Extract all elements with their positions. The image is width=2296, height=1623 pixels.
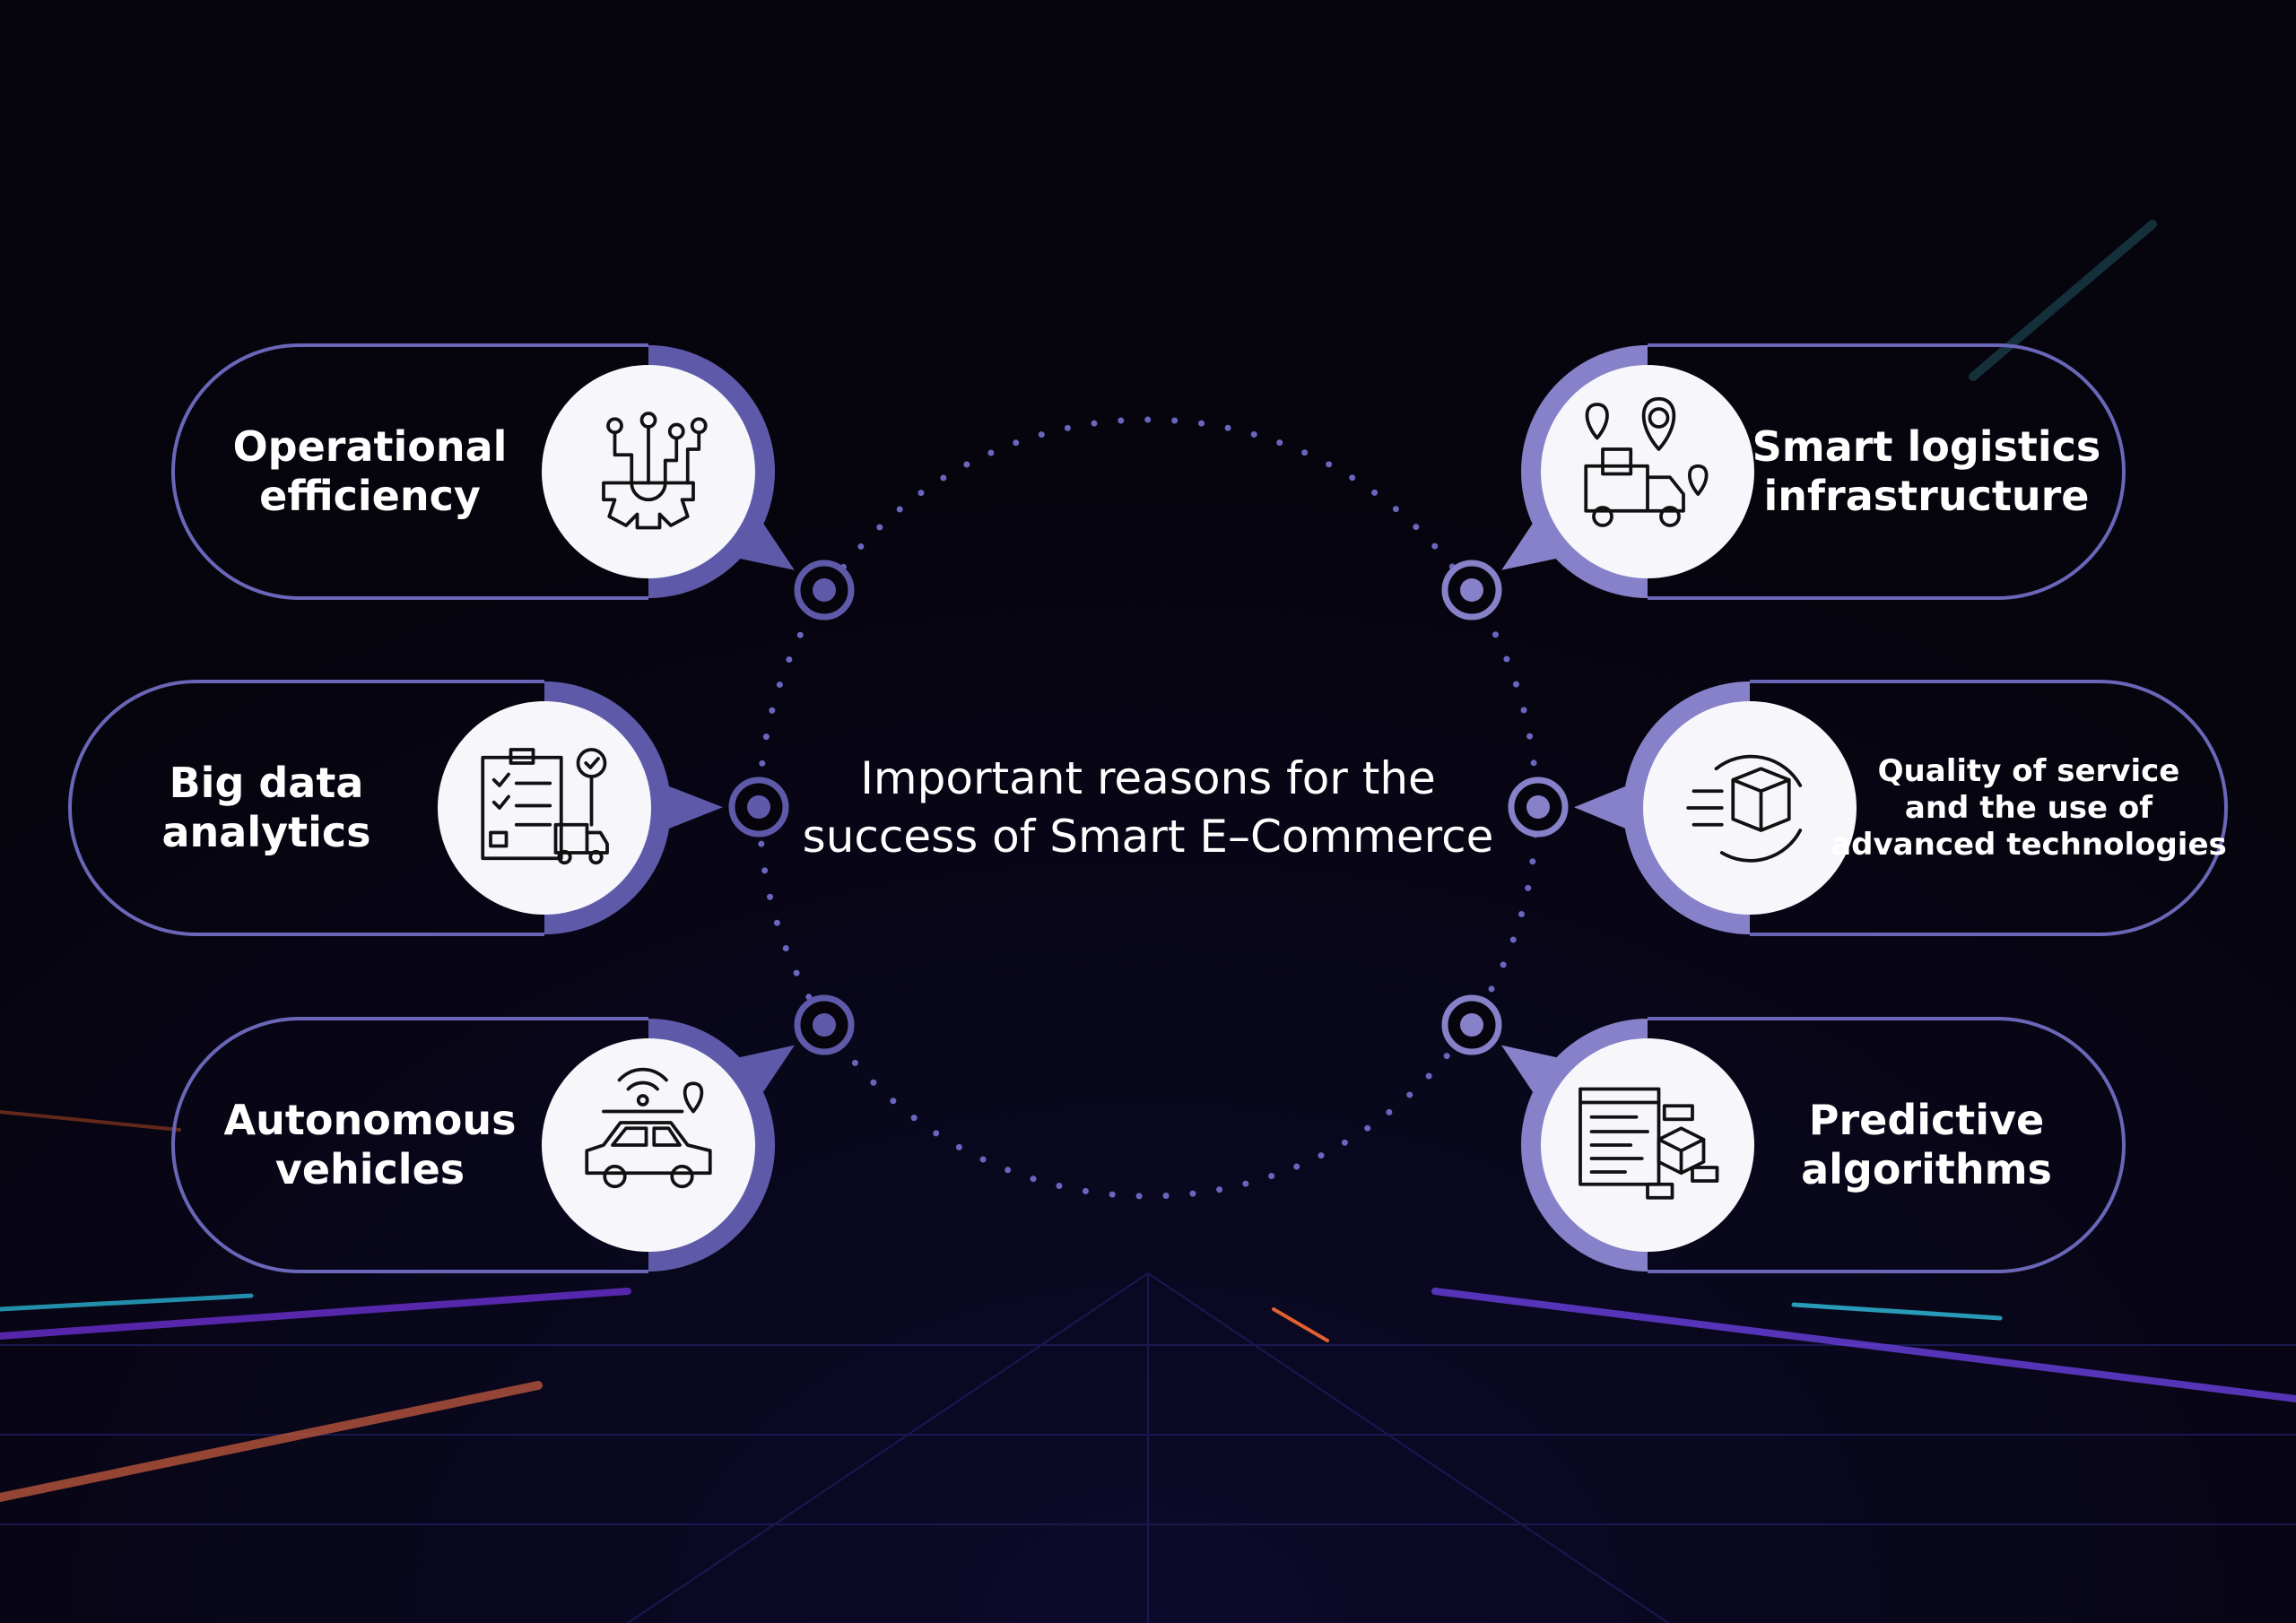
pill-outline: [1648, 343, 2126, 600]
logistics-truck-pin-icon: [1584, 396, 1709, 527]
item-label-line: Quality of service: [1877, 752, 2180, 789]
item-label-line: Operational: [232, 421, 508, 471]
target-dot-center: [1526, 795, 1550, 819]
item-label-line: algorithms: [1801, 1145, 2052, 1193]
pointer-tail: [657, 782, 723, 833]
item-quality-of-service[interactable]: [1508, 680, 2228, 936]
icon-circle: [438, 701, 651, 915]
central-title: Important reasons for the success of Sma…: [803, 750, 1494, 866]
item-autonomous-vehicles[interactable]: [171, 994, 855, 1273]
icon-circle: [1541, 1038, 1754, 1252]
icon-circle: [1643, 701, 1857, 915]
item-label-line: Autonomous: [223, 1095, 517, 1144]
pill-outline: [171, 1017, 648, 1273]
pointer-tail: [727, 1045, 795, 1102]
clipboard-truck-icon: [481, 748, 609, 865]
item-label-line: Predictive: [1808, 1095, 2045, 1144]
pill-outline: [1750, 680, 2228, 936]
target-dot-center: [1460, 1013, 1483, 1037]
item-label-line: advanced technologies: [1831, 826, 2227, 863]
item-label-line: infrastructure: [1763, 472, 2090, 520]
item-operational-efficiency[interactable]: [171, 343, 855, 621]
pointer-tail: [1574, 782, 1637, 833]
pointer-tail: [1501, 514, 1568, 570]
item-predictive-algorithms[interactable]: [1441, 994, 2126, 1273]
pill-outline: [171, 343, 648, 600]
target-dot-center: [813, 578, 836, 602]
pointer-tail: [728, 514, 795, 570]
pill-outline: [68, 680, 544, 936]
target-dot-center: [747, 795, 770, 819]
connected-car-icon: [585, 1067, 712, 1189]
title-line-1: Important reasons for the: [860, 752, 1436, 804]
pointer-tail: [1501, 1045, 1569, 1102]
pill-outline: [1648, 1017, 2126, 1273]
box-cycle-icon: [1686, 754, 1803, 863]
title-line-2: success of Smart E–Commerce: [802, 811, 1494, 863]
gear-circuit-icon: [602, 412, 708, 530]
item-label-line: efficiency: [259, 472, 481, 520]
item-label-line: and the use of: [1904, 789, 2153, 826]
target-dot-center: [1460, 578, 1483, 602]
code-network-icon: [1578, 1087, 1719, 1200]
target-dot-center: [813, 1013, 836, 1037]
item-label-line: Smart logistics: [1752, 421, 2101, 471]
item-label-line: vehicles: [274, 1145, 465, 1193]
item-smart-logistics-infrastructure[interactable]: [1441, 343, 2126, 621]
item-label-line: Big data: [169, 758, 364, 807]
item-label-line: analytics: [161, 808, 371, 856]
item-big-data-analytics[interactable]: [68, 680, 789, 936]
